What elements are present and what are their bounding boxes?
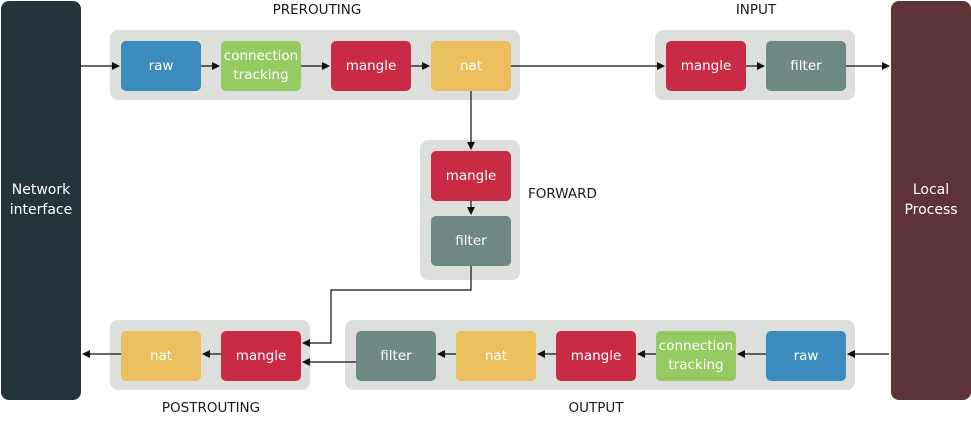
prerouting-label: PREROUTING — [272, 2, 362, 18]
output-connection-tracking: connection tracking — [656, 331, 736, 381]
postrouting-label: POSTROUTING — [161, 400, 261, 416]
output-raw-table: raw — [766, 331, 846, 381]
output-mangle-table: mangle — [556, 331, 636, 381]
local-process: Local Process — [891, 1, 971, 400]
network-interface: Network interface — [1, 1, 81, 400]
arrow-forward-to-postrouting — [302, 266, 472, 347]
prerouting-nat-table: nat — [431, 41, 511, 91]
postrouting-mangle-table: mangle — [221, 331, 301, 381]
prerouting-mangle-table: mangle — [331, 41, 411, 91]
output-nat-table: nat — [456, 331, 536, 381]
output-label: OUTPUT — [568, 400, 624, 416]
prerouting-raw-table: raw — [121, 41, 201, 91]
forward-mangle-table: mangle — [431, 151, 511, 201]
input-label: INPUT — [735, 2, 777, 18]
prerouting-connection-tracking: connection tracking — [221, 41, 301, 91]
output-filter-table: filter — [356, 331, 436, 381]
forward-filter-table: filter — [431, 216, 511, 266]
forward-label: FORWARD — [528, 186, 597, 202]
input-filter-table: filter — [766, 41, 846, 91]
input-mangle-table: mangle — [666, 41, 746, 91]
postrouting-nat-table: nat — [121, 331, 201, 381]
